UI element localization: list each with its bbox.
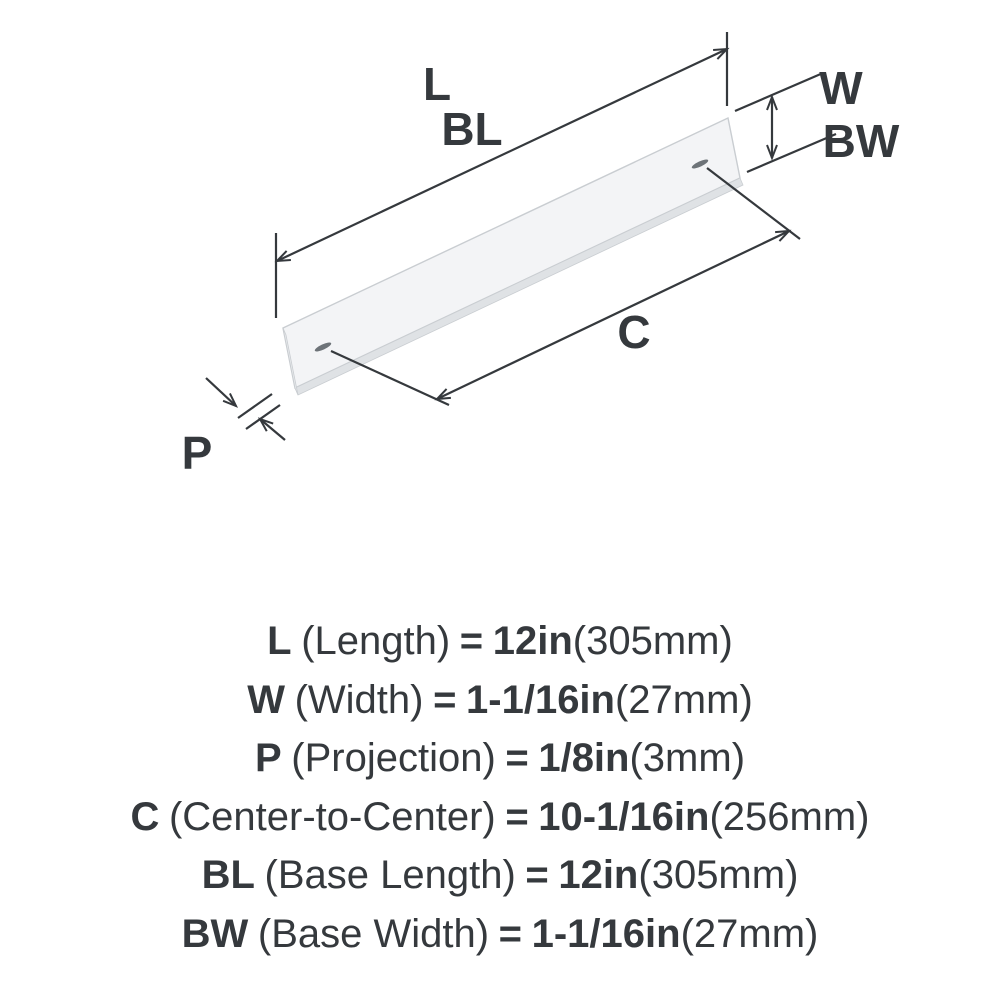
legend-row-length: L(Length)=12in(305mm) (0, 612, 1000, 671)
witness-line-bottom (746, 132, 837, 174)
legend-abbr: W (247, 677, 285, 722)
witness-line-left (330, 349, 450, 407)
legend-row-width: W(Width)=1-1/16in(27mm) (0, 671, 1000, 730)
legend: L(Length)=12in(305mm) W(Width)=1-1/16in(… (0, 612, 1000, 963)
label-C: C (617, 306, 650, 358)
legend-desc: (Center-to-Center) (168, 794, 496, 839)
legend-metric: (256mm) (709, 794, 870, 839)
legend-value: 12in (558, 853, 639, 897)
label-BW: BW (823, 115, 900, 167)
legend-row-base-length: BL(Base Length)=12in(305mm) (0, 846, 1000, 905)
dimension-line-C (434, 229, 792, 401)
legend-equals: = (498, 911, 522, 956)
legend-desc: (Length) (301, 619, 451, 663)
legend-equals: = (505, 736, 529, 780)
legend-metric: (305mm) (572, 619, 733, 663)
legend-metric: (27mm) (614, 677, 753, 722)
projection-edge-line-2 (245, 404, 281, 430)
legend-abbr: BL (201, 853, 255, 897)
legend-equals: = (459, 619, 484, 663)
bar-bottom-edge (294, 177, 744, 396)
legend-row-center-to-center: C(Center-to-Center)=10-1/16in(256mm) (0, 788, 1000, 847)
legend-equals: = (433, 677, 457, 722)
legend-abbr: C (130, 794, 160, 839)
diagram-svg: L BL W BW C P (182, 32, 900, 479)
legend-abbr: L (267, 619, 292, 663)
label-W: W (819, 62, 863, 114)
legend-desc: (Base Width) (257, 911, 490, 956)
projection-edge-line-1 (237, 393, 273, 419)
dimension-width (734, 71, 837, 174)
legend-row-base-width: BW(Base Width)=1-1/16in(27mm) (0, 905, 1000, 964)
label-P: P (182, 427, 213, 479)
dimension-length (274, 32, 730, 318)
legend-value: 12in (492, 619, 573, 663)
legend-equals: = (505, 794, 529, 839)
legend-value: 1-1/16in (466, 677, 615, 722)
projection-arrow-upper (205, 377, 239, 408)
dimension-line-L (274, 47, 730, 263)
legend-row-projection: P(Projection)=1/8in(3mm) (0, 729, 1000, 788)
legend-abbr: BW (181, 911, 249, 956)
legend-abbr: P (254, 736, 282, 780)
screw-hole-left (314, 342, 332, 352)
label-BL: BL (441, 103, 502, 155)
bar-face (282, 116, 741, 390)
legend-metric: (305mm) (638, 853, 799, 897)
bar-left-edge (282, 327, 299, 396)
legend-equals: = (525, 853, 549, 897)
legend-metric: (3mm) (629, 736, 746, 780)
legend-desc: (Width) (294, 677, 424, 722)
legend-value: 10-1/16in (538, 794, 710, 839)
projection-arrow-lower (257, 417, 286, 441)
legend-desc: (Projection) (291, 736, 496, 780)
dimension-diagram: L BL W BW C P (182, 32, 900, 479)
label-L: L (423, 58, 451, 110)
witness-line-top (734, 71, 824, 113)
legend-desc: (Base Length) (264, 853, 516, 897)
legend-value: 1-1/16in (531, 911, 681, 956)
dimension-center-to-center (330, 167, 801, 407)
legend-value: 1/8in (538, 736, 630, 780)
witness-line-right (706, 167, 801, 240)
legend-metric: (27mm) (680, 911, 819, 956)
handle-bar (282, 116, 744, 396)
dimension-projection (205, 377, 286, 441)
